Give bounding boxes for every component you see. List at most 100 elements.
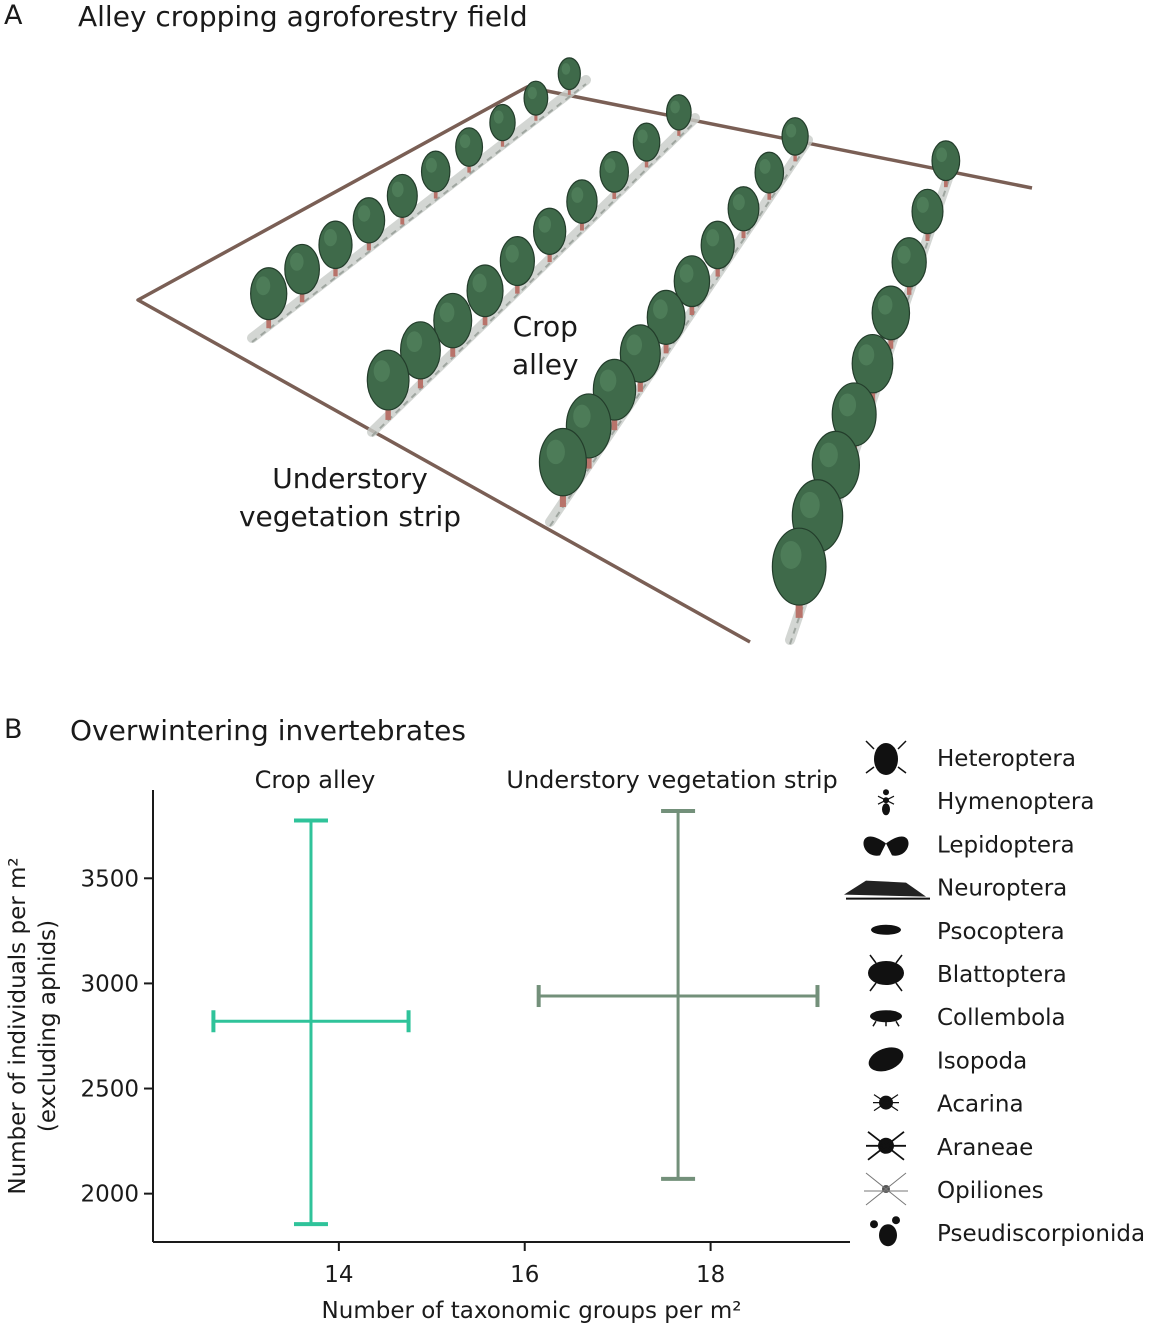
tree-highlight: [626, 334, 643, 356]
x-axis-title: Number of taxonomic groups per m²: [322, 1298, 742, 1324]
tree-icon: [931, 140, 961, 188]
tree-highlight: [786, 123, 797, 138]
tree-icon: [754, 151, 785, 200]
tree-canopy: [727, 186, 760, 232]
tree-highlight: [819, 442, 838, 468]
tree-canopy: [523, 80, 549, 116]
tree-icon: [566, 179, 598, 231]
tree-icon: [532, 207, 567, 263]
tree-highlight: [897, 245, 911, 264]
x-tick-label: 14: [324, 1262, 353, 1288]
tree-icon: [700, 220, 735, 277]
legend-item: Araneae: [866, 1131, 1033, 1161]
tree-canopy: [931, 140, 961, 182]
crop-alley-label: Crop alley: [512, 308, 579, 384]
tree-canopy: [557, 57, 581, 91]
tree-highlight: [425, 157, 437, 173]
legend-item: Lepidoptera: [863, 832, 1075, 858]
x-tick-label: 18: [696, 1262, 725, 1288]
field-boundary-line: [136, 85, 1033, 644]
tree-canopy: [700, 220, 735, 270]
tree-icon: [851, 333, 894, 403]
tree-highlight: [406, 331, 423, 353]
legend-item: Pseudiscorpionida: [870, 1216, 1145, 1247]
tree-icon: [632, 122, 661, 168]
tree-highlight: [838, 393, 857, 417]
tree-canopy: [352, 197, 386, 244]
tree-highlight: [604, 158, 616, 174]
field-outline: [136, 85, 1033, 644]
tree-highlight: [459, 134, 471, 149]
butterfly-icon: [863, 836, 909, 856]
vegetation-strip: [367, 113, 700, 437]
tree-highlight: [256, 276, 271, 296]
legend-label: Lepidoptera: [937, 832, 1075, 858]
tree-highlight: [732, 194, 745, 211]
legend-item: Hymenoptera: [877, 789, 1094, 816]
tree-canopy: [489, 103, 516, 142]
legend-label: Acarina: [937, 1092, 1024, 1118]
tree-canopy: [499, 236, 535, 287]
legend-label: Pseudiscorpionida: [937, 1221, 1145, 1247]
spider-icon: [866, 1131, 906, 1161]
tree-icon: [352, 197, 386, 251]
tree-canopy: [566, 179, 598, 224]
woodlouse-icon: [868, 1047, 904, 1072]
crop-alley-label-line1: Crop: [512, 310, 578, 343]
tree-highlight: [561, 63, 571, 75]
legend-label: Blattoptera: [937, 962, 1067, 988]
tree-canopy: [366, 349, 410, 411]
understory-strip-label: Understory vegetation strip: [230, 460, 470, 536]
legend-item: Isopoda: [868, 1047, 1027, 1074]
legend-item: Collembola: [870, 1005, 1066, 1031]
legend-label: Isopoda: [937, 1048, 1027, 1074]
tree-highlight: [599, 369, 617, 392]
tree-icon: [619, 324, 661, 392]
tree-highlight: [391, 181, 404, 198]
vegetation-strip-texture: [371, 121, 696, 437]
tree-icon: [433, 292, 473, 357]
y-tick-label: 2000: [80, 1182, 139, 1208]
x-tick-label: 16: [510, 1262, 539, 1288]
agroforestry-field-illustration: [136, 57, 1033, 645]
chart-axes: [152, 790, 850, 1243]
tree-icon: [646, 289, 686, 354]
panel-a-title: Alley cropping agroforestry field: [78, 0, 528, 33]
chart-legend: HeteropteraHymenopteraLepidopteraNeuropt…: [844, 740, 1145, 1247]
y-axis-title: Number of individuals per m²(excluding a…: [5, 857, 61, 1194]
tree-icon: [891, 237, 927, 295]
chart-labels: Number of taxonomic groups per m² Number …: [5, 857, 741, 1324]
legend-item: Neuroptera: [844, 876, 1067, 902]
tree-highlight: [546, 439, 565, 465]
shield-bug-icon: [865, 740, 907, 775]
tree-highlight: [759, 159, 771, 174]
invertebrate-chart: 2000 2500 3000 3500 14 16 18 Crop alley Underst…: [5, 740, 1145, 1324]
tree-highlight: [780, 541, 802, 569]
tree-canopy: [538, 427, 587, 497]
lacewing-icon: [844, 880, 930, 900]
tree-highlight: [505, 244, 519, 263]
tree-canopy: [420, 150, 451, 193]
legend-label: Hymenoptera: [937, 789, 1094, 815]
y-tick-label: 3000: [80, 971, 139, 997]
errorbar-understory-strip: Understory vegetation strip: [506, 766, 838, 1181]
tree-icon: [599, 150, 630, 199]
tree-rows: [250, 57, 961, 618]
legend-label: Heteroptera: [937, 746, 1076, 772]
tree-highlight: [527, 86, 537, 100]
legend-label: Araneae: [937, 1135, 1033, 1161]
tree-highlight: [357, 205, 371, 222]
tree-highlight: [290, 252, 304, 271]
tree-highlight: [936, 147, 948, 162]
understory-strip-label-line1: Understory: [272, 462, 428, 495]
y-tick-label: 2500: [80, 1077, 139, 1103]
springtail-icon: [870, 1010, 902, 1027]
chart-ticks: 2000 2500 3000 3500 14 16 18: [80, 866, 725, 1288]
series-label: Crop alley: [255, 766, 376, 794]
tree-highlight: [653, 299, 668, 319]
errorbar-crop-alley: Crop alley: [211, 766, 411, 1227]
tree-highlight: [571, 187, 584, 203]
harvestman-icon: [864, 1172, 908, 1206]
tree-canopy: [599, 150, 630, 193]
y-tick-label: 3500: [80, 866, 139, 892]
